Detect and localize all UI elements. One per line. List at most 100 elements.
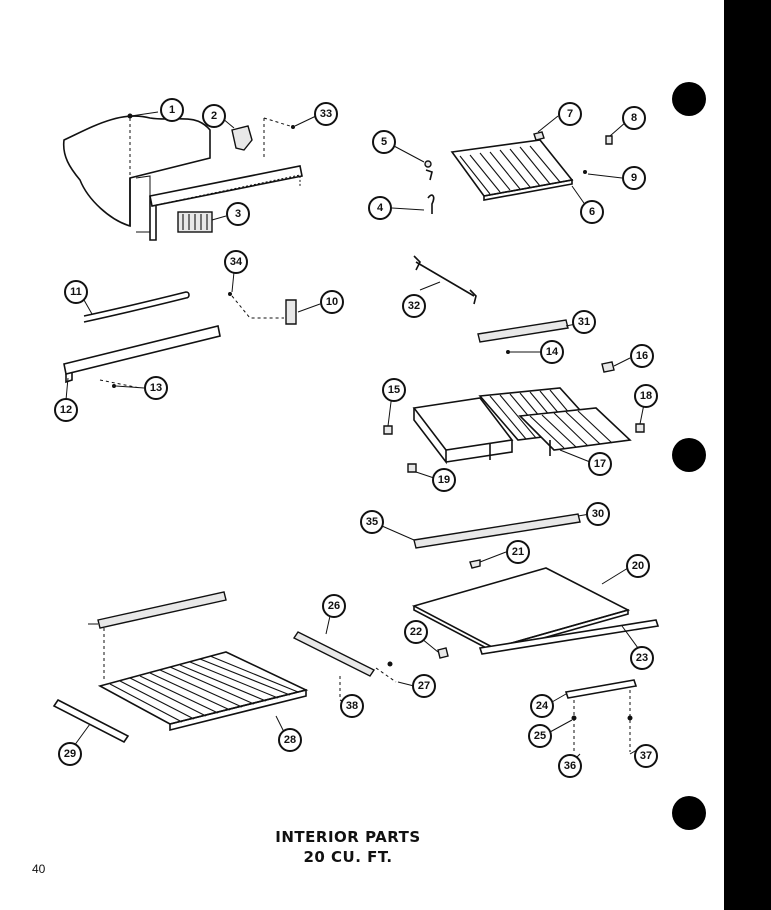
callout: 21 (506, 540, 530, 564)
svg-text:18: 18 (640, 390, 652, 402)
callout: 9 (622, 166, 646, 190)
side-support (52, 698, 130, 744)
callout: 15 (382, 378, 406, 402)
svg-text:16: 16 (636, 350, 648, 362)
callout: 19 (432, 468, 456, 492)
svg-text:14: 14 (546, 346, 559, 358)
callout: 18 (634, 384, 658, 408)
svg-text:13: 13 (150, 382, 162, 394)
svg-text:20: 20 (632, 560, 644, 572)
svg-text:30: 30 (592, 508, 604, 520)
callout: 36 (558, 754, 582, 778)
svg-text:29: 29 (64, 748, 76, 760)
svg-text:15: 15 (388, 384, 400, 396)
svg-text:11: 11 (70, 286, 82, 298)
svg-text:12: 12 (60, 404, 72, 416)
punch-hole (672, 82, 706, 116)
svg-text:1: 1 (169, 104, 175, 116)
callout: 12 (54, 398, 78, 422)
upper-rail (477, 319, 569, 343)
svg-text:35: 35 (366, 516, 378, 528)
svg-text:25: 25 (534, 730, 546, 742)
svg-text:37: 37 (640, 750, 652, 762)
callout: 25 (528, 724, 552, 748)
svg-text:2: 2 (211, 110, 217, 122)
support-rod (413, 255, 477, 305)
svg-text:10: 10 (326, 296, 338, 308)
lower-rail (413, 513, 581, 549)
callout: 23 (630, 646, 654, 670)
svg-text:24: 24 (536, 700, 549, 712)
diagram-subtitle: 20 CU. FT. (303, 848, 393, 866)
glass-shelf (411, 567, 631, 654)
callout: 32 (402, 294, 426, 318)
shelf-gasket (83, 291, 190, 323)
callout: 2 (202, 104, 226, 128)
callout: 35 (360, 510, 384, 534)
callout: 4 (368, 196, 392, 220)
binding-edge (724, 0, 771, 910)
large-wire-shelf (97, 651, 309, 732)
callout: 31 (572, 310, 596, 334)
center-bracket (292, 631, 376, 677)
svg-text:26: 26 (328, 600, 340, 612)
callout: 22 (404, 620, 428, 644)
callout: 1 (160, 98, 184, 122)
svg-text:8: 8 (631, 112, 637, 124)
svg-text:34: 34 (230, 256, 243, 268)
svg-text:21: 21 (512, 546, 524, 558)
svg-text:22: 22 (410, 626, 422, 638)
callout: 24 (530, 694, 554, 718)
svg-text:19: 19 (438, 474, 450, 486)
breaker-strip (149, 165, 303, 241)
svg-text:28: 28 (284, 734, 296, 746)
page-number: 40 (32, 862, 46, 876)
callout: 29 (58, 742, 82, 766)
callout: 34 (224, 250, 248, 274)
left-rail (97, 591, 227, 629)
callout: 11 (64, 280, 88, 304)
hinge-bracket (231, 125, 253, 151)
svg-text:5: 5 (381, 136, 387, 148)
callout: 8 (622, 106, 646, 130)
punch-hole (672, 796, 706, 830)
callout: 33 (314, 102, 338, 126)
callout: 13 (144, 376, 168, 400)
svg-text:4: 4 (377, 202, 384, 214)
svg-text:3: 3 (235, 208, 241, 220)
svg-text:38: 38 (346, 700, 358, 712)
trim-strip (63, 325, 221, 384)
svg-text:27: 27 (418, 680, 430, 692)
shelf-front-rod (564, 679, 638, 752)
callout: 20 (626, 554, 650, 578)
svg-text:9: 9 (631, 172, 637, 184)
callout: 7 (558, 102, 582, 126)
vent-grille (177, 211, 213, 233)
cabinet-liner-corner (62, 115, 211, 233)
callout: 30 (586, 502, 610, 526)
callout: 27 (412, 674, 436, 698)
small-wire-shelf (450, 139, 574, 201)
svg-text:36: 36 (564, 760, 576, 772)
shelf-trim (478, 619, 660, 655)
svg-text:7: 7 (567, 108, 573, 120)
callout: 10 (320, 290, 344, 314)
callout: 26 (322, 594, 346, 618)
diagram-title: INTERIOR PARTS (275, 828, 421, 846)
callout: 38 (340, 694, 364, 718)
callout: 28 (278, 728, 302, 752)
svg-text:23: 23 (636, 652, 648, 664)
callout: 6 (580, 200, 604, 224)
callout: 37 (634, 744, 658, 768)
callout: 3 (226, 202, 250, 226)
punch-hole (672, 438, 706, 472)
drawer-frame (412, 387, 632, 465)
callout: 17 (588, 452, 612, 476)
svg-text:17: 17 (594, 458, 606, 470)
svg-text:31: 31 (578, 316, 590, 328)
shelf-hook (424, 160, 435, 214)
callout: 5 (372, 130, 396, 154)
svg-text:6: 6 (589, 206, 595, 218)
